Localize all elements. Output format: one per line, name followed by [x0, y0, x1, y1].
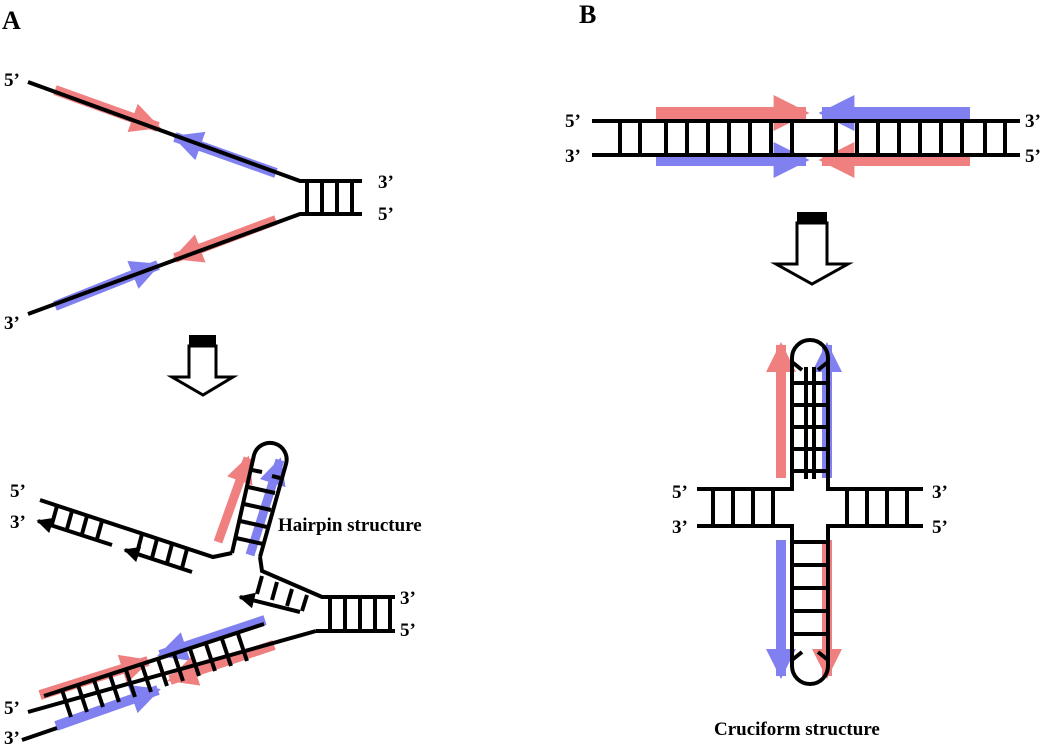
okazaki-fragment-2 — [123, 546, 193, 574]
panel-a-label: A — [2, 6, 21, 35]
cruciform-result: 5’ 3’ 3’ 5’ Cruciform structure — [672, 338, 948, 740]
result-a-label-right-bottom: 5’ — [400, 620, 416, 641]
panel-a: A 5’ 3’ 3’ 5’ — [2, 6, 422, 747]
duplex-label-left-bottom: 3’ — [565, 146, 581, 167]
upper-pairs — [50, 505, 309, 612]
cruciform-label-left-top: 5’ — [672, 482, 688, 503]
lower-top-strand — [27, 629, 317, 714]
okazaki-fragment-1 — [36, 517, 113, 547]
hairpin-stem-pairs — [235, 468, 281, 546]
duplex-label-right-top: 3’ — [1025, 111, 1041, 132]
cruciform-label-right-top: 3’ — [932, 482, 948, 503]
okazaki-fragment-3 — [238, 592, 301, 614]
lower-blue-repeat-left — [54, 684, 161, 731]
result-a-label-top-left-1: 5’ — [10, 481, 26, 502]
lower-arm-pairs — [792, 540, 828, 636]
arrow-b-cap — [797, 212, 827, 223]
panel-b: B — [565, 0, 1041, 740]
hairpin-result: 5’ 3’ 3’ 5’ 5’ 3’ Hairpin structure — [4, 440, 422, 747]
cruciform-outline — [697, 338, 923, 686]
cruciform-label-left-bottom: 3’ — [672, 517, 688, 538]
left-arm-pairs — [711, 489, 775, 526]
result-a-label-top-left-2: 3’ — [10, 512, 26, 533]
duplex-pairs — [618, 121, 1007, 155]
upper-arm-loop-gap — [790, 360, 830, 372]
arrow-a-body — [166, 344, 239, 397]
transition-arrow-b — [770, 212, 854, 286]
right-arm-pairs — [845, 489, 909, 526]
upper-arm-pairs — [792, 381, 828, 473]
arrow-b-body — [770, 221, 854, 286]
hairpin-red-repeat — [213, 455, 253, 544]
fork-bottom-strand — [27, 212, 362, 316]
lower-arm-loop-gap — [790, 650, 830, 662]
cruciform-caption: Cruciform structure — [714, 719, 880, 740]
result-right-pairs — [328, 597, 392, 631]
hairpin-caption: Hairpin structure — [278, 515, 422, 536]
duplex-label-right-bottom: 5’ — [1025, 146, 1041, 167]
lower-red-repeat-right — [167, 640, 276, 686]
arrow-a-cap — [189, 335, 216, 346]
fork-label-top-left: 5’ — [4, 70, 20, 91]
hairpin-loop — [230, 440, 289, 558]
lower-nascent-strand — [43, 622, 265, 698]
fork-top-strand — [27, 80, 362, 183]
duplex-label-left-top: 5’ — [565, 111, 581, 132]
result-a-label-bottom-left-2: 3’ — [4, 728, 20, 747]
transition-arrow-a — [166, 335, 239, 397]
linear-duplex: 5’ 3’ 3’ 5’ — [565, 95, 1041, 178]
upper-strand-continue — [258, 556, 395, 599]
result-a-label-bottom-left-1: 5’ — [4, 698, 20, 719]
fork-label-right-bottom: 5’ — [378, 204, 394, 225]
cruciform-label-right-bottom: 5’ — [932, 517, 948, 538]
lower-bottom-strand-tail — [21, 726, 58, 742]
lower-blue-repeat-right — [157, 615, 267, 661]
panel-b-label: B — [579, 0, 596, 29]
fork-label-bottom-left: 3’ — [4, 313, 20, 334]
result-a-label-right-top: 3’ — [400, 588, 416, 609]
fork-base-pairs — [305, 181, 354, 214]
lower-pairs — [60, 633, 249, 718]
fork-label-right-top: 3’ — [378, 172, 394, 193]
replication-fork: 5’ 3’ 3’ 5’ — [4, 70, 394, 334]
upper-strand-top — [39, 498, 233, 560]
